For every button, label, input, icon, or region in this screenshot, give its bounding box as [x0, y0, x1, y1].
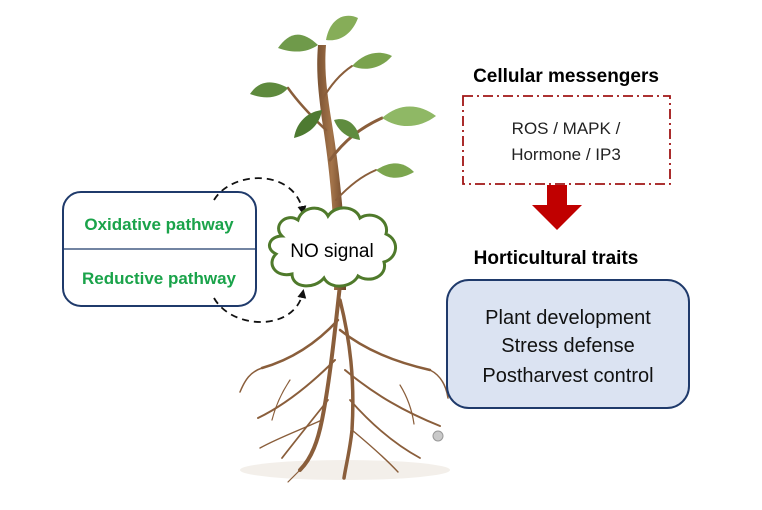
traits-box: Plant development Stress defense Posthar…: [446, 279, 690, 409]
traits-line-1: Plant development: [485, 307, 651, 329]
messengers-box-frame: [462, 95, 671, 185]
oxidative-arrow: [213, 177, 307, 215]
traits-line-2: Stress defense: [501, 335, 634, 357]
down-arrow: [532, 185, 582, 230]
leaves: [250, 15, 436, 178]
roots: [239, 283, 449, 483]
no-signal-label: NO signal: [290, 241, 373, 262]
no-signal-cloud: NO signal: [267, 206, 397, 288]
traits-box-frame: [446, 279, 690, 409]
messengers-heading: Cellular messengers: [473, 66, 659, 87]
cloud-shape: [267, 206, 397, 288]
messengers-line-1: ROS / MAPK /: [512, 119, 621, 138]
reductive-pathway-label: Reductive pathway: [82, 269, 237, 288]
root-pebble: [432, 430, 444, 442]
traits-line-3: Postharvest control: [482, 365, 653, 387]
reductive-arrow: [213, 289, 307, 323]
messengers-box: ROS / MAPK / Hormone / IP3: [462, 95, 671, 185]
traits-heading: Horticultural traits: [474, 248, 639, 269]
oxidative-pathway-label: Oxidative pathway: [84, 215, 234, 234]
pathways-box: Oxidative pathway Reductive pathway: [62, 191, 257, 307]
messengers-line-2: Hormone / IP3: [511, 145, 621, 164]
